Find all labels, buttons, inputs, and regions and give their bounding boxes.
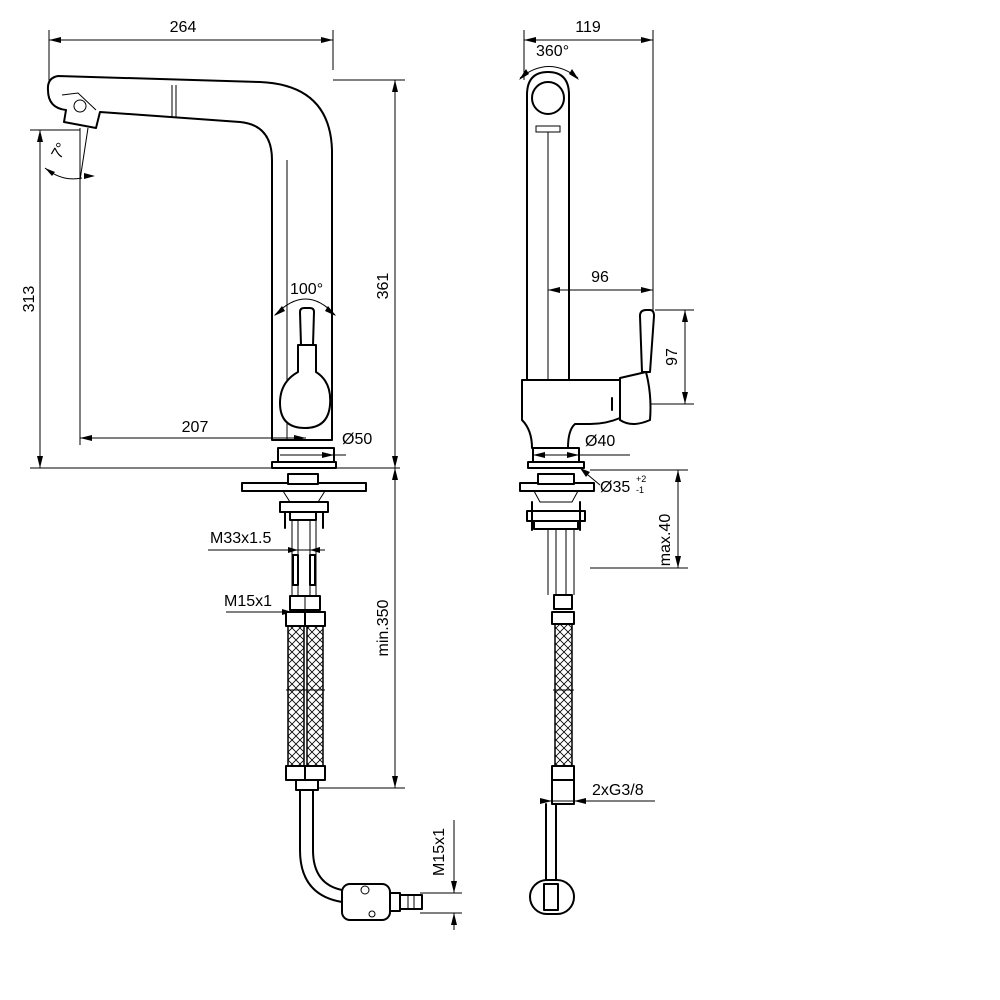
dim-97: 97 (650, 309, 694, 405)
dim-119: 119 (523, 19, 654, 320)
dim-207: 207 (79, 180, 306, 445)
dim-207-label: 207 (182, 419, 209, 436)
dim-360-angle: 360° (519, 43, 579, 80)
dim-119-label: 119 (575, 19, 601, 36)
dim-35: Ø35 +2 -1 (580, 468, 646, 496)
dim-g38: 2xG3/8 (540, 782, 655, 804)
lever-handle (279, 307, 332, 429)
dim-m15-side: M15x1 (420, 820, 462, 930)
dim-361: 361 (333, 79, 405, 468)
dim-35-tol-plus: +2 (636, 474, 646, 484)
dim-m33: M33x1.5 (208, 530, 325, 553)
dim-min-350: min.350 (318, 468, 405, 789)
supply-tube-valve (299, 789, 423, 921)
dim-96-label: 96 (591, 269, 609, 286)
dim-m15-top-label: M15x1 (224, 593, 272, 610)
dim-360-label: 360° (536, 43, 569, 60)
dim-m15-top: M15x1 (224, 593, 325, 615)
dim-264-label: 264 (170, 19, 197, 36)
side-hose (529, 594, 575, 915)
dim-g38-label: 2xG3/8 (592, 782, 644, 799)
dim-313: 313 (21, 129, 400, 469)
base-and-dim-50: Ø50 (271, 431, 372, 469)
dim-100-angle: 100° (274, 281, 336, 316)
dim-min-350-label: min.350 (375, 599, 392, 656)
dim-max-40-label: max.40 (657, 514, 674, 567)
dim-50-label: Ø50 (342, 431, 372, 448)
dim-m33-label: M33x1.5 (210, 530, 271, 547)
side-spout (526, 71, 570, 381)
dim-100-label: 100° (290, 281, 323, 298)
dim-7-label: 7° (49, 140, 71, 162)
dim-361-label: 361 (375, 273, 392, 300)
side-base-dim-40: Ø40 (527, 433, 630, 469)
dim-max-40: max.40 (590, 469, 688, 569)
side-view: 119 360° 96 (519, 19, 694, 915)
dim-313-label: 313 (21, 286, 38, 313)
mounting-assembly (241, 473, 367, 595)
side-body-handle (521, 309, 655, 449)
dim-35-label: Ø35 (600, 479, 630, 496)
dim-264: 264 (48, 19, 334, 90)
dim-35-tol-minus: -1 (636, 485, 644, 495)
side-mounting (519, 473, 595, 595)
dim-7-angle: 7° (36, 127, 95, 181)
dim-96: 96 (548, 269, 653, 293)
dim-40-label: Ø40 (585, 433, 615, 450)
dim-m15-side-label: M15x1 (431, 828, 448, 876)
hoses (285, 611, 326, 791)
front-view: 264 7° 313 (21, 19, 462, 930)
dim-97-label: 97 (664, 348, 681, 366)
